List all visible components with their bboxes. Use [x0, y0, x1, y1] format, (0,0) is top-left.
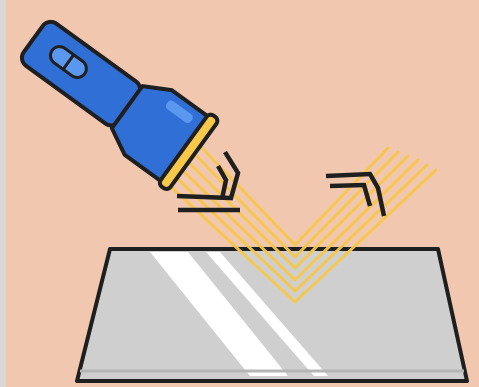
reflection-diagram — [0, 0, 479, 387]
diagram-canvas — [0, 0, 479, 387]
